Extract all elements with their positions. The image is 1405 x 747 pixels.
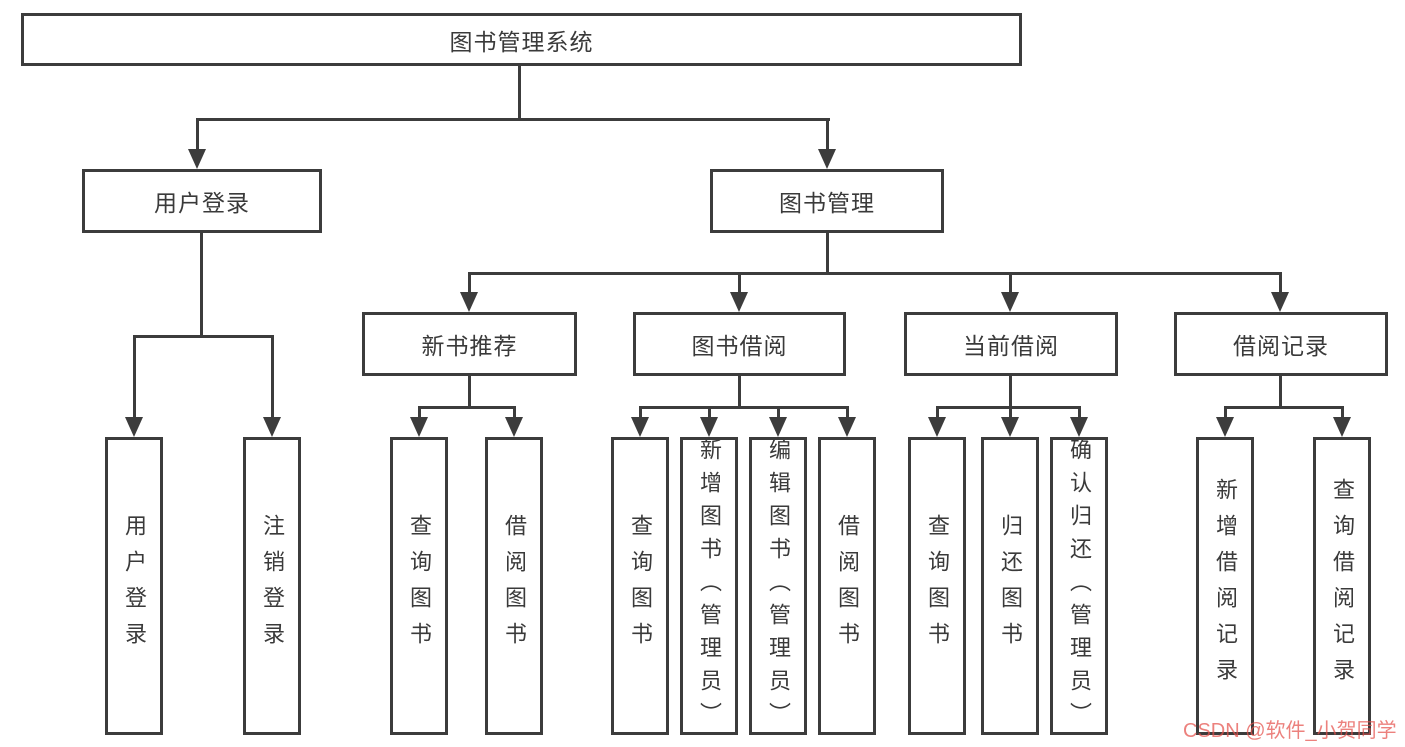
connector-line	[1009, 406, 1012, 420]
connector-line	[738, 272, 741, 292]
leaf-bb-query-books: 查询图书	[611, 437, 669, 735]
connector-line	[1078, 406, 1081, 420]
connector-line	[468, 376, 471, 409]
arrow-down-icon	[1001, 292, 1019, 312]
arrow-down-icon	[631, 417, 649, 437]
node-root-label: 图书管理系统	[449, 28, 594, 55]
connector-line	[1009, 376, 1012, 409]
arrow-down-icon	[410, 417, 428, 437]
connector-line	[468, 272, 1282, 275]
connector-line	[1224, 406, 1344, 409]
connector-line	[936, 406, 939, 420]
node-current-borrow: 当前借阅	[904, 312, 1118, 376]
arrow-down-icon	[1271, 292, 1289, 312]
leaf-user-login: 用户登录	[105, 437, 163, 735]
leaf-cb-return-books: 归还图书	[981, 437, 1039, 735]
connector-line	[271, 335, 274, 417]
leaf-cb-confirm-return-admin: 确认归还（管理员）	[1050, 437, 1108, 735]
connector-line	[196, 118, 199, 149]
arrow-down-icon	[188, 149, 206, 169]
leaf-bb-borrow-books-label: 借阅图书	[835, 514, 860, 658]
arrow-down-icon	[1070, 417, 1088, 437]
connector-line	[196, 118, 830, 121]
csdn-watermark: CSDN @软件_小贺同学	[1183, 720, 1397, 742]
connector-line	[468, 272, 471, 292]
leaf-cb-query-books-label: 查询图书	[925, 514, 950, 658]
node-borrow-record-label: 借阅记录	[1233, 333, 1329, 359]
node-book-management-label: 图书管理	[779, 190, 875, 216]
node-new-book-recommend: 新书推荐	[362, 312, 577, 376]
leaf-cb-query-books: 查询图书	[908, 437, 966, 735]
connector-line	[1279, 376, 1282, 409]
arrow-down-icon	[730, 292, 748, 312]
leaf-bb-borrow-books: 借阅图书	[818, 437, 876, 735]
leaf-nb-borrow-books-label: 借阅图书	[502, 514, 527, 658]
node-current-borrow-label: 当前借阅	[963, 333, 1059, 359]
arrow-down-icon	[125, 417, 143, 437]
connector-line	[846, 406, 849, 420]
arrow-down-icon	[818, 149, 836, 169]
leaf-nb-query-books: 查询图书	[390, 437, 448, 735]
connector-line	[1009, 272, 1012, 292]
node-new-book-recommend-label: 新书推荐	[421, 333, 518, 359]
arrow-down-icon	[1333, 417, 1351, 437]
arrow-down-icon	[769, 417, 787, 437]
connector-line	[133, 335, 136, 417]
arrow-down-icon	[460, 292, 478, 312]
connector-line	[826, 118, 829, 149]
leaf-logout-label: 注销登录	[260, 514, 285, 658]
arrow-down-icon	[505, 417, 523, 437]
leaf-br-add-record-label: 新增借阅记录	[1213, 478, 1238, 694]
node-root: 图书管理系统	[21, 13, 1022, 66]
leaf-bb-query-books-label: 查询图书	[628, 514, 653, 658]
leaf-user-login-label: 用户登录	[122, 514, 147, 658]
connector-line	[518, 66, 521, 118]
node-user-login: 用户登录	[82, 169, 322, 233]
arrow-down-icon	[1001, 417, 1019, 437]
leaf-bb-edit-books-admin: 编辑图书（管理员）	[749, 437, 807, 735]
connector-line	[418, 406, 421, 420]
leaf-br-query-record: 查询借阅记录	[1313, 437, 1371, 735]
connector-line	[936, 406, 1081, 409]
node-borrow-record: 借阅记录	[1174, 312, 1388, 376]
connector-line	[826, 233, 829, 274]
connector-line	[133, 335, 274, 338]
connector-line	[1341, 406, 1344, 420]
arrow-down-icon	[263, 417, 281, 437]
leaf-br-query-record-label: 查询借阅记录	[1330, 478, 1355, 694]
leaf-bb-add-books-admin: 新增图书（管理员）	[680, 437, 738, 735]
arrow-down-icon	[1216, 417, 1234, 437]
connector-line	[738, 376, 741, 409]
arrow-down-icon	[700, 417, 718, 437]
connector-line	[708, 406, 711, 420]
connector-line	[777, 406, 780, 420]
connector-line	[1279, 272, 1282, 292]
connector-line	[513, 406, 516, 420]
node-user-login-label: 用户登录	[154, 190, 250, 216]
leaf-nb-borrow-books: 借阅图书	[485, 437, 543, 735]
connector-line	[639, 406, 642, 420]
connector-line	[418, 406, 516, 409]
connector-line	[639, 406, 849, 409]
leaf-bb-edit-books-admin-label: 编辑图书（管理员）	[766, 437, 791, 735]
arrow-down-icon	[928, 417, 946, 437]
leaf-nb-query-books-label: 查询图书	[407, 514, 432, 658]
node-book-borrow: 图书借阅	[633, 312, 846, 376]
leaf-cb-return-books-label: 归还图书	[998, 514, 1023, 658]
arrow-down-icon	[838, 417, 856, 437]
node-book-borrow-label: 图书借阅	[691, 333, 788, 359]
leaf-bb-add-books-admin-label: 新增图书（管理员）	[697, 437, 722, 735]
connector-line	[200, 233, 203, 337]
connector-line	[1224, 406, 1227, 420]
leaf-cb-confirm-return-admin-label: 确认归还（管理员）	[1067, 437, 1092, 735]
leaf-br-add-record: 新增借阅记录	[1196, 437, 1254, 735]
leaf-logout: 注销登录	[243, 437, 301, 735]
node-book-management: 图书管理	[710, 169, 944, 233]
